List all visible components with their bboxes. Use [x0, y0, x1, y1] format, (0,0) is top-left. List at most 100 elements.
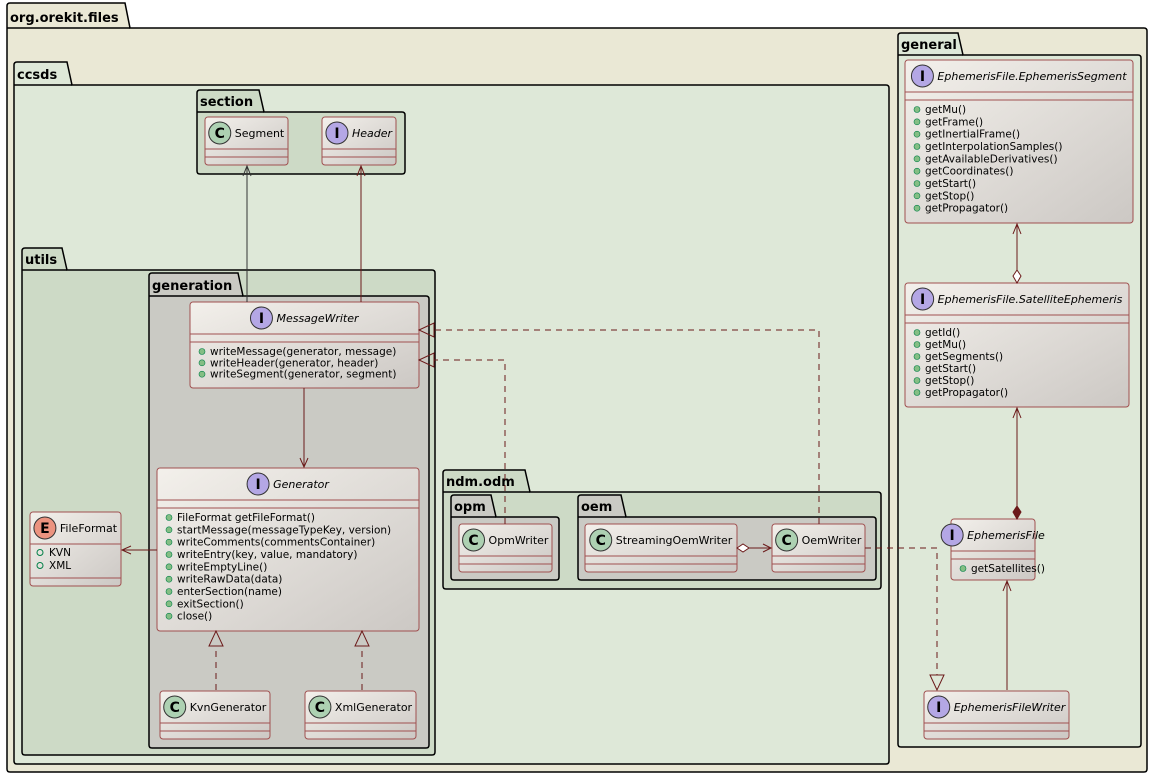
- method: getSatellites(): [971, 563, 1045, 575]
- edge-opmwriter-messagewriter: [434, 359, 506, 524]
- method: getStop(): [925, 190, 974, 202]
- enum-value: KVN: [49, 547, 71, 559]
- interface-badge-icon: [325, 121, 349, 145]
- package-name: oem: [581, 500, 612, 515]
- class-badge-icon: [462, 528, 486, 552]
- method: getMu(): [925, 339, 966, 351]
- method: getId(): [925, 327, 960, 339]
- class-satelliteephemeris[interactable]: EphemerisFile.SatelliteEphemerisIgetId()…: [904, 282, 1130, 408]
- badge-letter: I: [259, 311, 264, 327]
- class-xmlgenerator[interactable]: XmlGenerator C: [304, 690, 417, 740]
- package-name: general: [901, 38, 957, 53]
- badge-letter: E: [40, 521, 50, 537]
- interface-badge-icon: [910, 64, 934, 88]
- method: FileFormat getFileFormat(): [177, 512, 315, 524]
- public-method-icon: [913, 341, 921, 348]
- edge-ephemerisfile-satelliteephemeris: [1012, 406, 1022, 506]
- public-method-icon: [198, 370, 206, 378]
- public-method-icon: [198, 359, 206, 367]
- method: writeEntry(key, value, mandatory): [177, 549, 357, 561]
- realization-triangle: [417, 322, 435, 338]
- method: getInertialFrame(): [925, 129, 1020, 141]
- class-box: [923, 690, 1070, 740]
- realization-triangle: [208, 629, 224, 647]
- method: getInterpolationSamples(): [925, 141, 1062, 153]
- public-method-icon: [913, 389, 921, 396]
- realization-triangle: [417, 352, 435, 368]
- class-box: [904, 59, 1134, 224]
- public-method-icon: [913, 130, 921, 138]
- interface-badge-icon: [249, 306, 273, 330]
- edge-generator-fileformat: [120, 545, 157, 555]
- badge-letter: C: [215, 126, 225, 142]
- class-name: EphemerisFileWriter: [954, 701, 1067, 714]
- method: writeEmptyLine(): [177, 561, 267, 573]
- method: getSegments(): [925, 351, 1003, 363]
- badge-letter: I: [950, 528, 955, 544]
- class-name: EphemerisFile.EphemerisSegment: [937, 70, 1127, 83]
- class-streamingoemwriter[interactable]: StreamingOemWriter C: [584, 523, 738, 573]
- public-method-icon: [959, 565, 967, 572]
- method: writeMessage(generator, message): [210, 346, 396, 358]
- interface-badge-icon: [911, 287, 935, 311]
- badge-letter: C: [596, 533, 606, 549]
- class-name: KvnGenerator: [190, 701, 267, 714]
- package-name: generation: [152, 279, 232, 294]
- public-method-icon: [913, 204, 921, 212]
- class-header[interactable]: Header I: [321, 116, 397, 166]
- public-method-icon: [165, 538, 173, 546]
- package-name: opm: [454, 500, 486, 515]
- public-method-icon: [165, 588, 173, 595]
- method: getAvailableDerivatives(): [925, 153, 1058, 165]
- method: enterSection(name): [177, 586, 282, 598]
- package-name: utils: [25, 253, 57, 268]
- public-method-icon: [913, 106, 921, 113]
- class-name: OpmWriter: [489, 534, 549, 547]
- class-name: XmlGenerator: [335, 701, 413, 714]
- class-opmwriter[interactable]: OpmWriter C: [458, 523, 553, 573]
- class-badge-icon: [308, 695, 332, 719]
- method: getStart(): [925, 178, 976, 190]
- package-name: section: [200, 95, 253, 110]
- badge-letter: C: [315, 700, 325, 716]
- class-badge-icon: [589, 528, 613, 552]
- class-name: MessageWriter: [276, 312, 360, 325]
- interface-badge-icon: [246, 472, 270, 496]
- class-ephemerisfilewriter[interactable]: EphemerisFileWriter I: [923, 690, 1070, 740]
- package-name: ndm.odm: [446, 475, 515, 490]
- arrowhead: [242, 164, 252, 177]
- class-badge-icon: [163, 695, 187, 719]
- package-name: org.orekit.files: [10, 11, 119, 26]
- badge-letter: I: [920, 69, 925, 85]
- class-badge-icon: [208, 121, 232, 145]
- public-method-icon: [198, 348, 206, 355]
- realization-triangle: [354, 629, 370, 647]
- enum-value: XML: [49, 560, 71, 572]
- badge-letter: I: [936, 700, 941, 716]
- field-visibility-icon: [36, 549, 44, 556]
- public-method-icon: [165, 526, 173, 534]
- interface-badge-icon: [927, 695, 951, 719]
- class-name: EphemerisFile.SatelliteEphemeris: [938, 293, 1123, 306]
- public-method-icon: [165, 563, 173, 571]
- badge-letter: I: [334, 126, 339, 142]
- method: getMu(): [925, 104, 966, 116]
- method: writeComments(commentsContainer): [177, 537, 375, 549]
- aggregation-diamond: [1012, 269, 1022, 285]
- edge-satelliteephemeris-ephemerissegment: [1012, 222, 1022, 270]
- public-method-icon: [165, 575, 173, 583]
- class-name: StreamingOemWriter: [616, 534, 733, 547]
- badge-letter: C: [468, 533, 478, 549]
- class-name: Header: [352, 127, 394, 140]
- edge-messagewriter-generator: [299, 388, 309, 469]
- class-name: FileFormat: [60, 522, 118, 535]
